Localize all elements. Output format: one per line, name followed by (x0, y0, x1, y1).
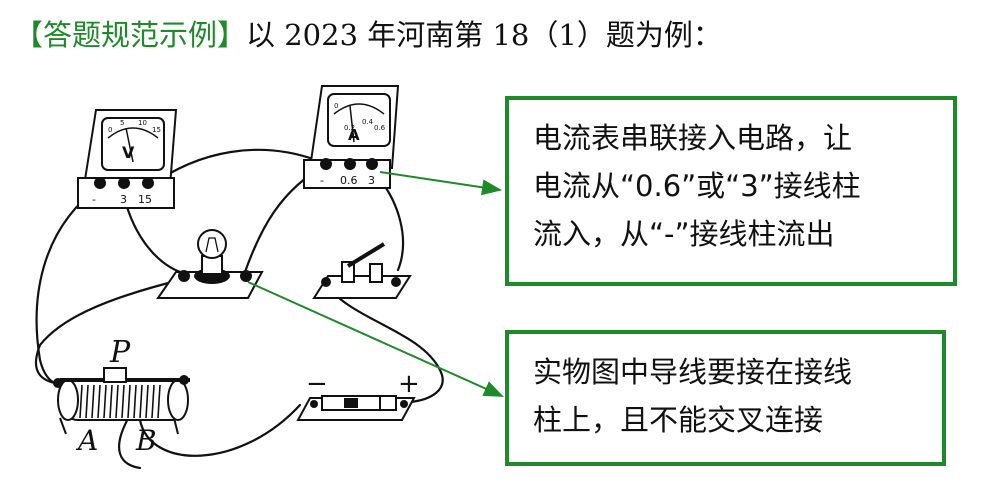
battery-negative-label: − (306, 369, 328, 399)
callout-ammeter-rule: 电流表串联接入电路，让 电流从“0.6”或“3”接线柱 流入，从“-”接线柱流出 (505, 96, 957, 286)
title-tag: 【答题规范示例】 (14, 18, 247, 52)
ammeter-scale-06: 0.6 (374, 124, 386, 132)
voltmeter-scale-15: 15 (152, 126, 161, 134)
ammeter: 0 0.2 0.4 0.6 A - 0.6 3 (303, 85, 400, 189)
voltmeter-terminal-15: 15 (138, 193, 152, 206)
title-text: 以 2023 年河南第 18（1）题为例： (246, 18, 722, 52)
rheostat-slider-label: P (109, 335, 131, 370)
callout-line: 柱上，且不能交叉连接 (533, 403, 824, 437)
ammeter-letter: A (348, 126, 360, 144)
voltmeter-terminal-3: 3 (120, 193, 127, 206)
arrow-ammeter-to-callout (379, 171, 502, 196)
ammeter-scale-02: 0.2 (344, 124, 355, 132)
rheostat: P A B (53, 335, 190, 457)
ammeter-terminal-3: 3 (368, 174, 375, 187)
rheostat-end-b-label: B (135, 424, 157, 457)
ammeter-scale-04: 0.4 (362, 118, 374, 126)
rheostat-end-a-label: A (75, 424, 98, 457)
voltmeter-scale-5: 5 (120, 119, 124, 127)
wire-voltmeter-minus-to-rheostat (35, 184, 102, 385)
battery-positive-label: + (398, 369, 420, 399)
callout-line: 电流从“0.6”或“3”接线柱 (533, 169, 861, 203)
lamp (156, 229, 264, 299)
wire-switch-to-battery (323, 281, 444, 404)
battery: − + (296, 369, 420, 421)
voltmeter-terminal-minus: - (92, 193, 96, 206)
ammeter-scale-0: 0 (334, 102, 338, 110)
page-title: 【答题规范示例】以 2023 年河南第 18（1）题为例： (14, 14, 722, 56)
callout-line: 电流表串联接入电路，让 (533, 121, 853, 155)
bulb-icon (197, 229, 227, 259)
callout-wiring-rule: 实物图中导线要接在接线 柱上，且不能交叉连接 (505, 330, 946, 466)
wire-bulb-to-rheostat (34, 278, 182, 385)
voltmeter: 0 5 10 15 V - 3 15 (77, 109, 178, 209)
callout-line: 流入，从“-”接线柱流出 (533, 217, 835, 251)
callout-line: 实物图中导线要接在接线 (533, 355, 853, 389)
arrow-bulb-to-callout (247, 281, 504, 397)
voltmeter-letter: V (122, 143, 135, 162)
voltmeter-scale-10: 10 (138, 119, 147, 127)
ammeter-terminal-minus: - (320, 174, 324, 187)
switch (312, 242, 412, 299)
wire-rheostat-b (118, 413, 142, 470)
wire-rheostat-to-battery (138, 403, 302, 457)
voltmeter-scale-0: 0 (108, 126, 112, 134)
ammeter-terminal-06: 0.6 (340, 174, 358, 187)
